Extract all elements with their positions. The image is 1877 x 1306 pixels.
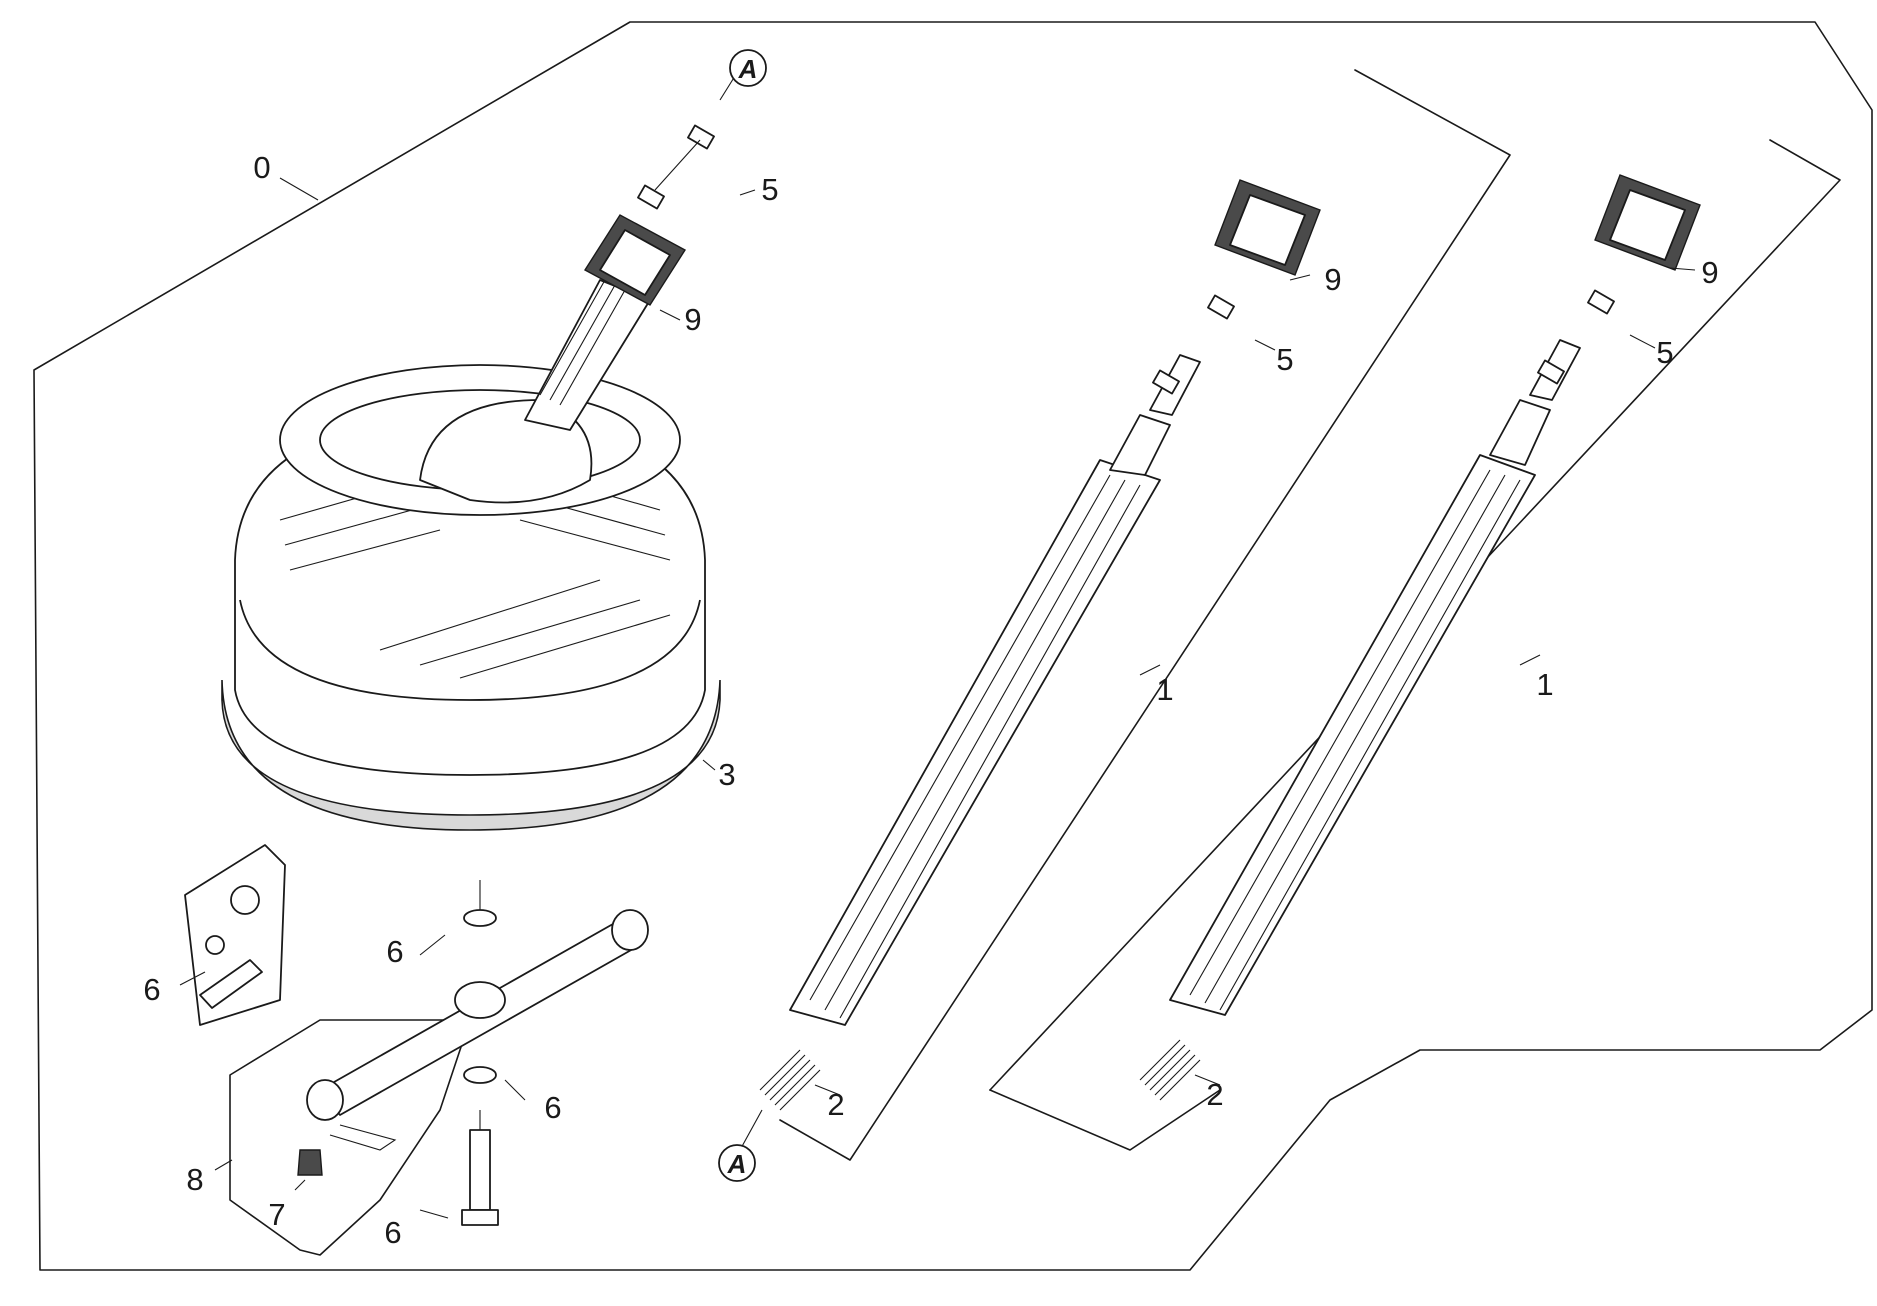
callout-1-left: 1 <box>1156 672 1173 707</box>
callout-7: 7 <box>268 1197 285 1232</box>
extension-tube-left <box>759 179 1321 1111</box>
tube-right-bracket <box>989 139 1841 1091</box>
callout-5-cleaner: 5 <box>761 172 778 207</box>
callout-3: 3 <box>718 757 735 792</box>
extension-tube-right <box>1139 174 1701 1101</box>
callout-2-right: 2 <box>1206 1077 1223 1112</box>
callout-6-washer-top: 6 <box>386 934 403 969</box>
leader-lines <box>179 67 1696 1219</box>
callout-5-tube-left: 5 <box>1276 342 1293 377</box>
callout-1-right: 1 <box>1536 667 1553 702</box>
callout-6-washer-bottom: 6 <box>544 1090 561 1125</box>
callout-5-tube-right: 5 <box>1656 335 1673 370</box>
surface-cleaner <box>221 124 721 831</box>
tube-left-bracket <box>779 69 1511 1161</box>
callout-6-nozzle-card: 6 <box>143 972 160 1007</box>
callout-2-left: 2 <box>827 1087 844 1122</box>
callout-8: 8 <box>186 1162 203 1197</box>
reference-letter-bottom: A <box>727 1149 747 1179</box>
callout-0: 0 <box>253 150 270 185</box>
assembly-boundary <box>33 21 1873 1271</box>
reference-marker-bottom: A <box>718 1144 756 1182</box>
reference-letter-top: A <box>738 54 758 84</box>
tube-right-bracket-lower <box>989 1089 1221 1151</box>
nozzle-set-card <box>184 844 286 1026</box>
callout-6-bolt: 6 <box>384 1215 401 1250</box>
callout-9-cleaner: 9 <box>684 302 701 337</box>
callout-9-tube-right: 9 <box>1701 255 1718 290</box>
callout-9-tube-left: 9 <box>1324 262 1341 297</box>
rotor-group-bracket <box>229 1019 471 1256</box>
rotor-arm <box>297 880 649 1226</box>
reference-marker-top: A <box>729 49 767 87</box>
